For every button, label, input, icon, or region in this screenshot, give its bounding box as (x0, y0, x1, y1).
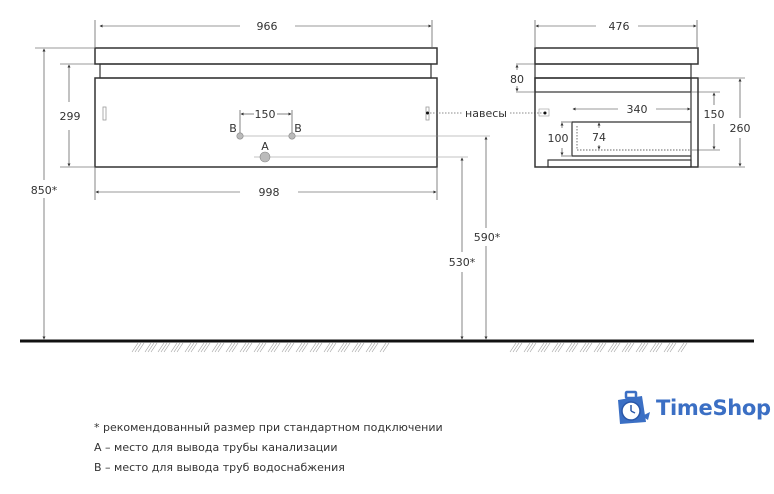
floor (20, 339, 754, 353)
marker-drain: A (261, 140, 269, 153)
water-pipe-right-icon (288, 132, 296, 140)
note-recommended: * рекомендованный размер при стандартном… (94, 421, 443, 434)
logo: TimeShop (612, 390, 771, 426)
dim-drawer-inner: 74 (592, 131, 606, 144)
floor-hatch-left (131, 342, 390, 353)
dim-body-height: 299 (60, 110, 81, 123)
clock-bag-icon (618, 390, 650, 424)
dim-depth: 476 (609, 20, 630, 33)
dim-drain-height: 530* (449, 256, 476, 269)
marker-water-right: B (294, 122, 302, 135)
dim-inner-height: 150 (704, 108, 725, 121)
dim-top-width: 966 (257, 20, 278, 33)
note-drain: A – место для вывода трубы канализации (94, 441, 338, 454)
front-body (94, 77, 438, 168)
front-countertop (94, 47, 438, 65)
side-view (515, 20, 745, 168)
dim-bottom-width: 998 (259, 186, 280, 199)
drain-pipe-icon (259, 151, 271, 163)
notes: * рекомендованный размер при стандартном… (94, 418, 443, 478)
side-countertop (534, 47, 699, 65)
note-water: B – место для вывода труб водоснабжения (94, 461, 345, 474)
dim-water-height: 590* (474, 231, 501, 244)
dim-side-body-height: 260 (730, 122, 751, 135)
logo-text: TimeShop (656, 396, 771, 420)
front-view (35, 20, 545, 340)
water-pipe-left-icon (236, 132, 244, 140)
dim-total-height: 850* (31, 184, 58, 197)
front-drawer-strip (99, 63, 432, 79)
dim-top-drawer: 80 (510, 73, 524, 86)
hangers-label: навесы (465, 107, 507, 120)
dim-pipe-spacing: 150 (255, 108, 276, 121)
floor-hatch-right (509, 342, 688, 353)
dim-inner-width: 340 (627, 103, 648, 116)
marker-water-left: B (229, 122, 237, 135)
dim-drawer-front: 100 (548, 132, 569, 145)
